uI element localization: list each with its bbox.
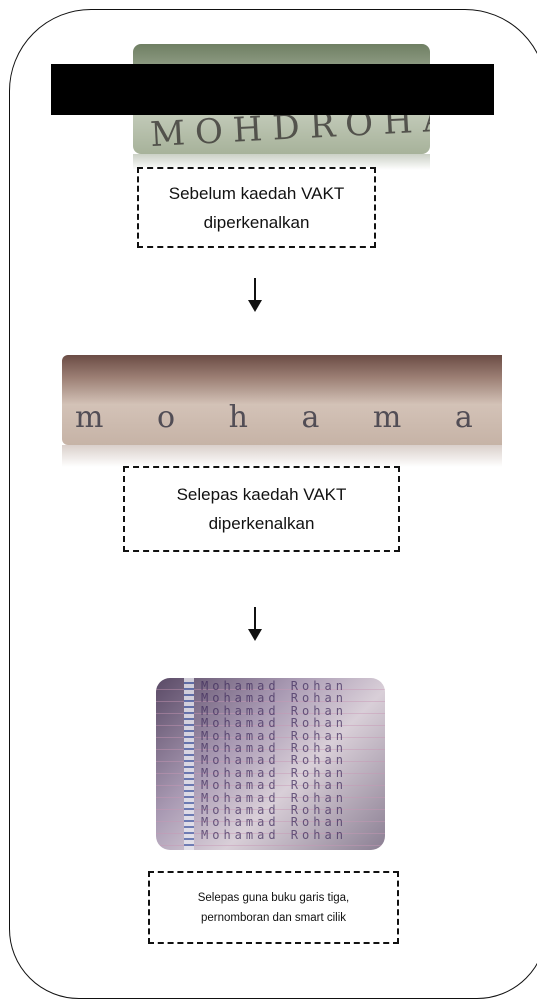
- arrow-down-icon: [245, 607, 265, 643]
- handwriting-line: Mohamad Rohan: [201, 753, 347, 768]
- arrow-down-icon: [245, 278, 265, 314]
- handwriting-line: Mohamad Rohan: [201, 765, 347, 780]
- handwriting-line: Mohamad Rohan: [201, 728, 347, 743]
- caption-line-2: diperkenalkan: [203, 212, 310, 232]
- handwriting-line: Mohamad Rohan: [201, 716, 347, 731]
- handwriting-line: Mohamad Rohan: [201, 679, 347, 693]
- caption-line-1: Selepas guna buku garis tiga,: [197, 891, 350, 904]
- handwriting-line: Mohamad Rohan: [201, 778, 347, 793]
- caption-line-2: diperkenalkan: [208, 514, 315, 533]
- caption-line-1: Selepas kaedah VAKT: [176, 485, 347, 504]
- handwriting-line: Mohamad Rohan: [201, 815, 347, 830]
- handwriting-line: Mohamad Rohan: [201, 827, 347, 842]
- photo-reflection-1: [133, 154, 430, 170]
- redaction-bar: [51, 64, 494, 115]
- handwriting-line: Mohamad Rohan: [201, 691, 347, 706]
- handwriting-sample-2: m o h a m a d R o h a n: [75, 400, 502, 435]
- caption-box-before-vakt: Sebelum kaedah VAKT diperkenalkan: [137, 167, 376, 248]
- handwriting-lines: Mohamad Rohan Mohamad Rohan Mohamad Roha…: [201, 680, 381, 841]
- photo-reflection-2: [62, 445, 502, 467]
- photo-exercise-book: Mohamad Rohan Mohamad Rohan Mohamad Roha…: [156, 678, 385, 850]
- handwriting-line: Mohamad Rohan: [201, 790, 347, 805]
- caption-box-after-vakt: Selepas kaedah VAKT diperkenalkan: [123, 466, 400, 552]
- photo-after-vakt: m o h a m a d R o h a n: [62, 355, 502, 445]
- caption-line-1: Sebelum kaedah VAKT: [168, 183, 345, 203]
- handwriting-line: Mohamad Rohan: [201, 703, 347, 718]
- handwriting-line: Mohamad Rohan: [201, 740, 347, 755]
- handwriting-line: Mohamad Rohan: [201, 802, 347, 817]
- notebook-spiral: [184, 678, 194, 850]
- caption-box-three-line-book: Selepas guna buku garis tiga, pernombora…: [148, 871, 399, 944]
- caption-line-2: pernomboran dan smart cilik: [200, 911, 347, 924]
